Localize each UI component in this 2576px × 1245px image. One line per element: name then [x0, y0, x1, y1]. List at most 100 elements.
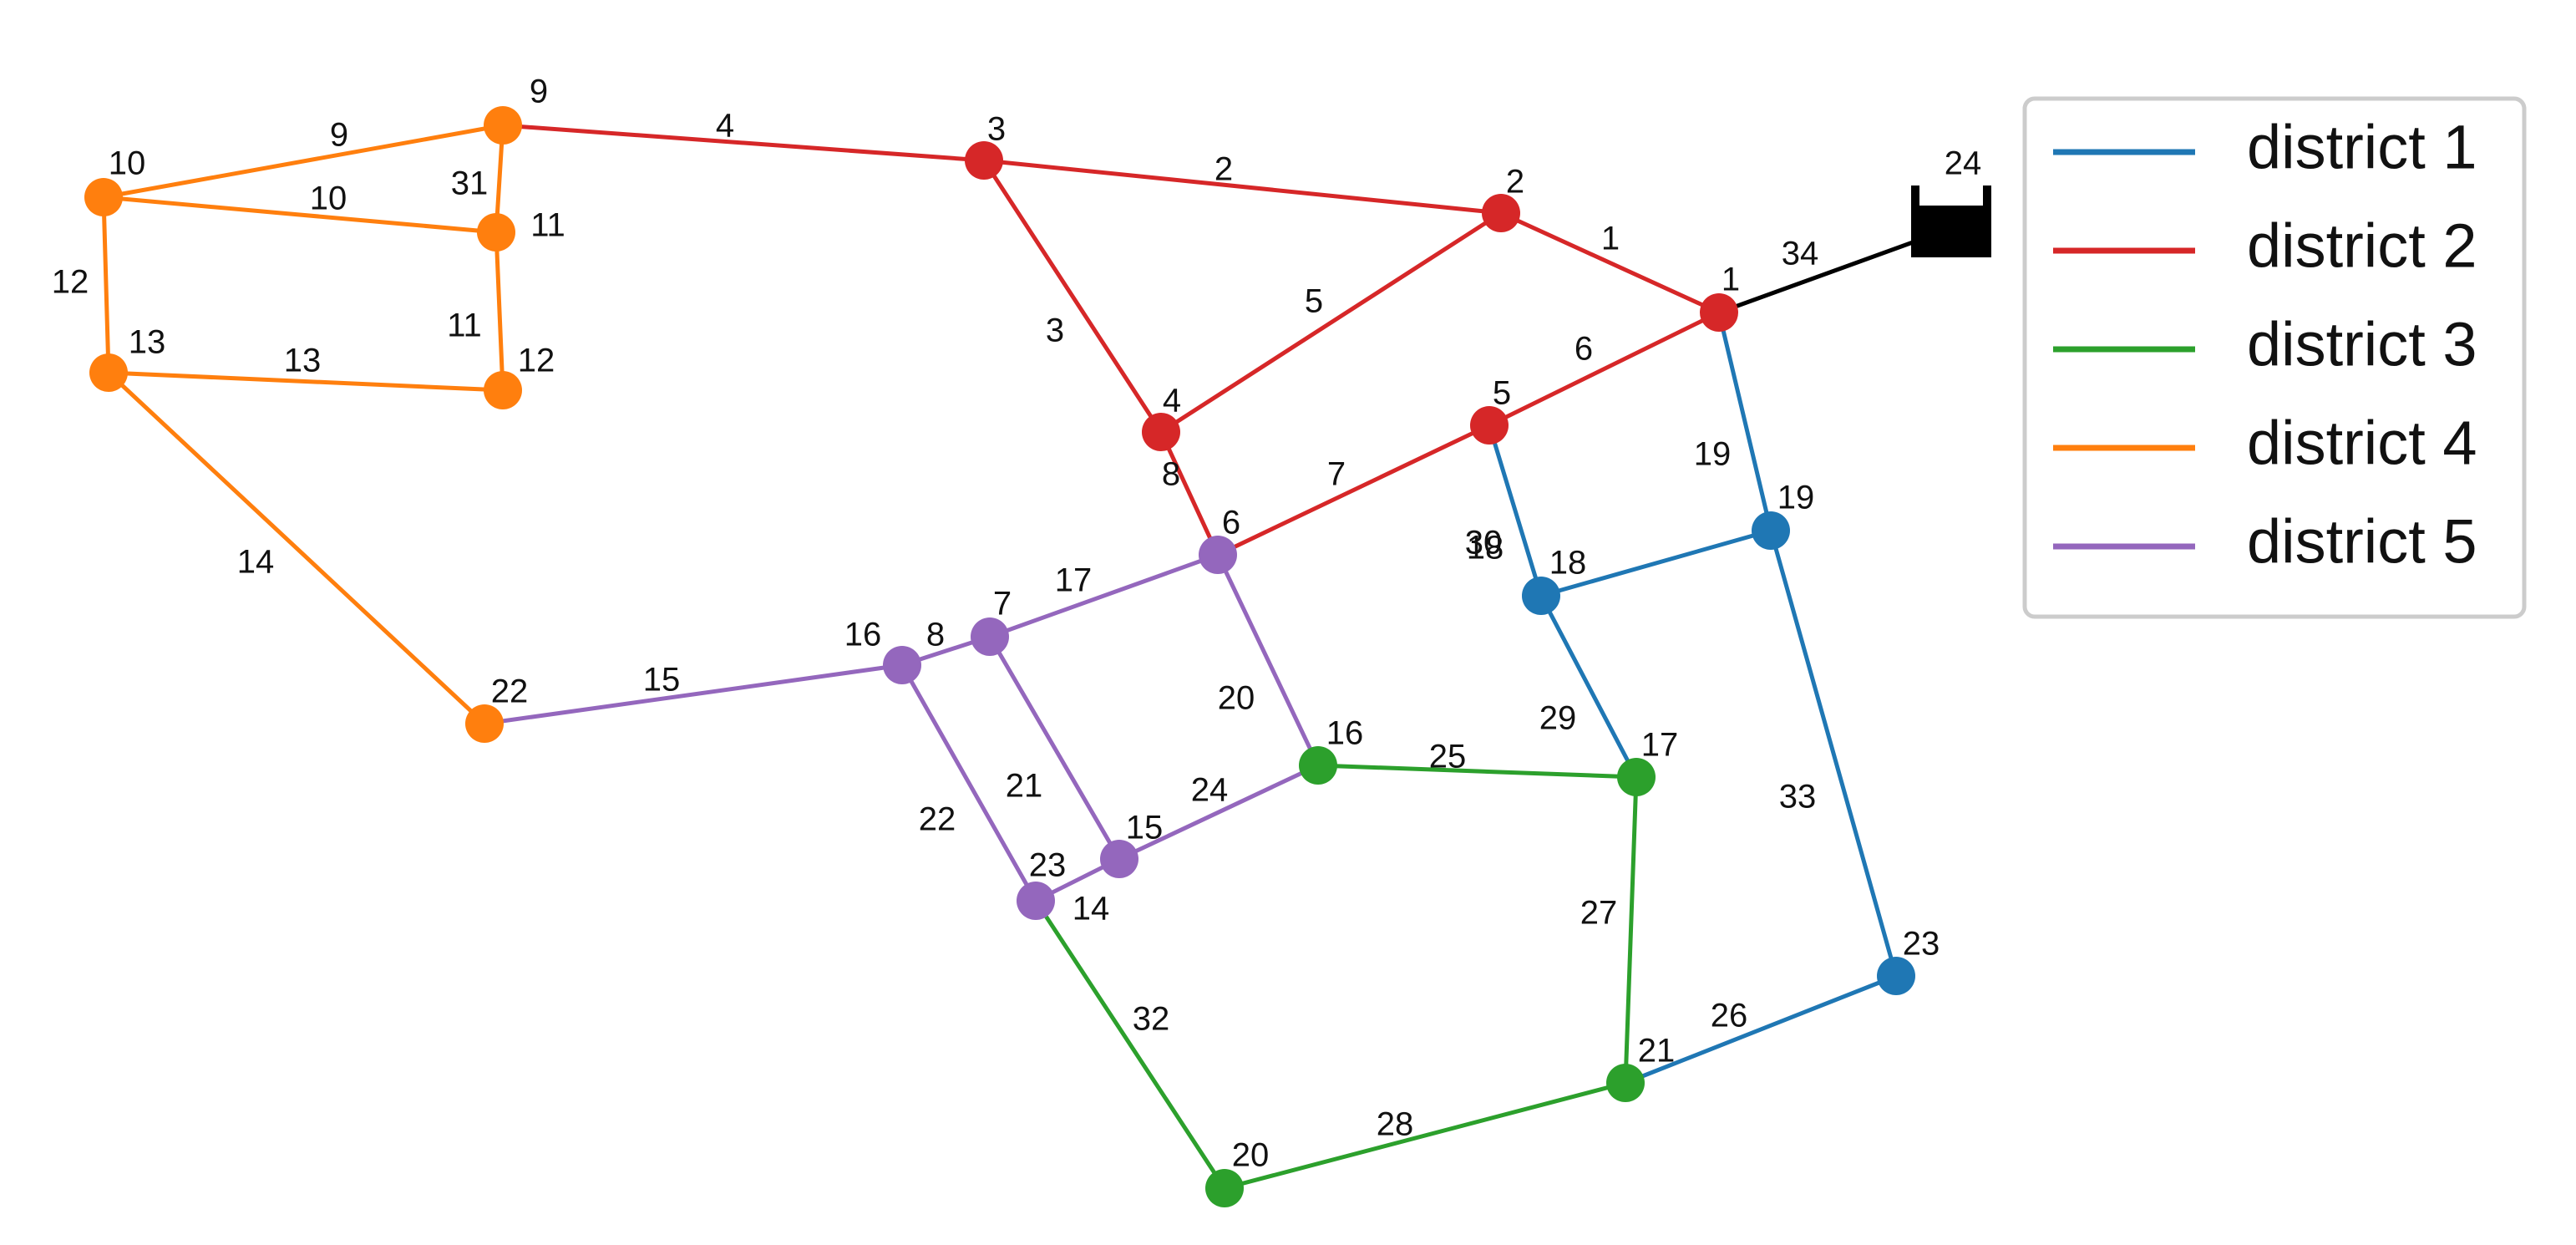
pipe-label: 17	[1055, 562, 1093, 599]
junction-label: 13	[129, 324, 166, 361]
junction-label: 3	[987, 111, 1006, 148]
junction-label: 12	[518, 343, 555, 379]
pipe-label: 8	[1162, 456, 1180, 493]
pipe-label: 8	[926, 617, 945, 653]
pipe-label: 26	[1711, 998, 1748, 1034]
junction-node	[484, 106, 522, 145]
pipe-label: 14	[237, 544, 275, 581]
junction-node	[1522, 577, 1560, 615]
junction-label: 11	[530, 207, 565, 244]
pipe-7	[1215, 423, 1492, 557]
pipe-30	[1033, 898, 1227, 1191]
pipe-6	[1487, 310, 1722, 428]
pipe-label: 1	[1601, 221, 1620, 257]
junction-node	[484, 371, 522, 409]
junction-node	[965, 141, 1003, 180]
legend-label: district 1	[2247, 113, 2477, 182]
pipe-label: 20	[1218, 680, 1255, 717]
legend-label: district 5	[2247, 507, 2477, 577]
junction-node	[1752, 511, 1790, 550]
pipe-4	[500, 123, 986, 163]
junction-node	[883, 646, 921, 684]
junction-label: 7	[993, 586, 1012, 622]
pipe-5	[1159, 211, 1504, 434]
pipe-label: 15	[643, 662, 681, 699]
pipe-label: 22	[919, 801, 956, 838]
pipe-9	[101, 123, 505, 200]
pipe-11	[494, 230, 505, 393]
pipe-12	[101, 195, 111, 375]
pipe-2	[981, 158, 1504, 216]
junction-node	[1606, 1064, 1645, 1102]
pipe-label: 25	[1429, 739, 1467, 775]
pipe-label: 7	[1327, 456, 1346, 493]
pipe-label: 31	[451, 165, 489, 202]
pipe-label: 21	[1006, 768, 1043, 805]
pipe-label: 32	[1133, 1001, 1170, 1038]
pipe-label: 27	[1580, 895, 1618, 932]
junction-node	[1470, 406, 1509, 445]
junction-label: 21	[1638, 1033, 1676, 1070]
pipe-19	[1487, 423, 1544, 598]
reservoir-tank-icon	[1911, 185, 1991, 257]
legend-frame	[2022, 96, 2527, 619]
junction-label: 15	[1126, 810, 1164, 846]
legend-label: district 2	[2247, 211, 2477, 281]
junction-node	[1205, 1169, 1244, 1207]
pipe-27	[1623, 775, 1639, 1085]
pipe-8	[1159, 429, 1220, 557]
pipe-29	[1222, 1080, 1628, 1191]
pipe-label: 19	[1694, 436, 1732, 473]
junction-label: 9	[530, 74, 548, 110]
junction-label: 5	[1493, 375, 1511, 412]
junction-label: 17	[1641, 727, 1679, 764]
junction-label: 1	[1722, 262, 1740, 298]
pipe-label: 10	[310, 180, 347, 217]
pipe-25	[1316, 763, 1639, 780]
junction-label: 16	[844, 617, 882, 653]
pipe-13	[106, 370, 505, 393]
junction-label: 23	[1029, 847, 1067, 884]
junctions-layer	[84, 106, 1915, 1207]
junction-node	[1877, 957, 1915, 995]
junction-node	[1617, 758, 1656, 796]
pipe-3	[981, 158, 1164, 434]
junction-node	[1100, 840, 1138, 878]
pipe-18	[1716, 310, 1773, 533]
pipe-label: 4	[716, 108, 734, 145]
pipe-17	[987, 552, 1220, 639]
junction-label: 2	[1506, 164, 1524, 201]
pipe-24	[1117, 763, 1321, 861]
pipe-label: 2	[1214, 151, 1233, 188]
pipe-26	[1539, 593, 1639, 780]
pipe-label: 3	[1046, 313, 1064, 349]
pipe-14	[106, 370, 487, 726]
junction-label: 23	[1903, 926, 1940, 963]
pipe-label: 6	[1575, 331, 1593, 368]
pipe-label: 24	[1191, 772, 1229, 809]
junction-node	[971, 617, 1009, 656]
pipe-label: 11	[447, 307, 482, 344]
junction-label: 19	[1777, 480, 1815, 516]
pipe-34	[1716, 240, 1915, 315]
pipe-label: 14	[1072, 891, 1110, 927]
pipe-21	[987, 634, 1122, 861]
junction-node	[89, 353, 128, 392]
pipe-label: 9	[330, 117, 348, 154]
junction-label: 18	[1549, 545, 1587, 582]
pipe-10	[101, 195, 499, 235]
pipe-label: 12	[52, 264, 89, 301]
pipe-label: 28	[1377, 1106, 1414, 1143]
junction-label: 22	[491, 673, 529, 710]
pipe-label: 18	[1467, 530, 1504, 567]
junction-node	[1199, 536, 1237, 574]
junction-label: 16	[1326, 715, 1364, 752]
pipe-label: 5	[1305, 283, 1323, 320]
junction-label: 20	[1232, 1137, 1270, 1174]
pipe-15	[482, 663, 905, 726]
junction-label: 10	[109, 145, 146, 182]
